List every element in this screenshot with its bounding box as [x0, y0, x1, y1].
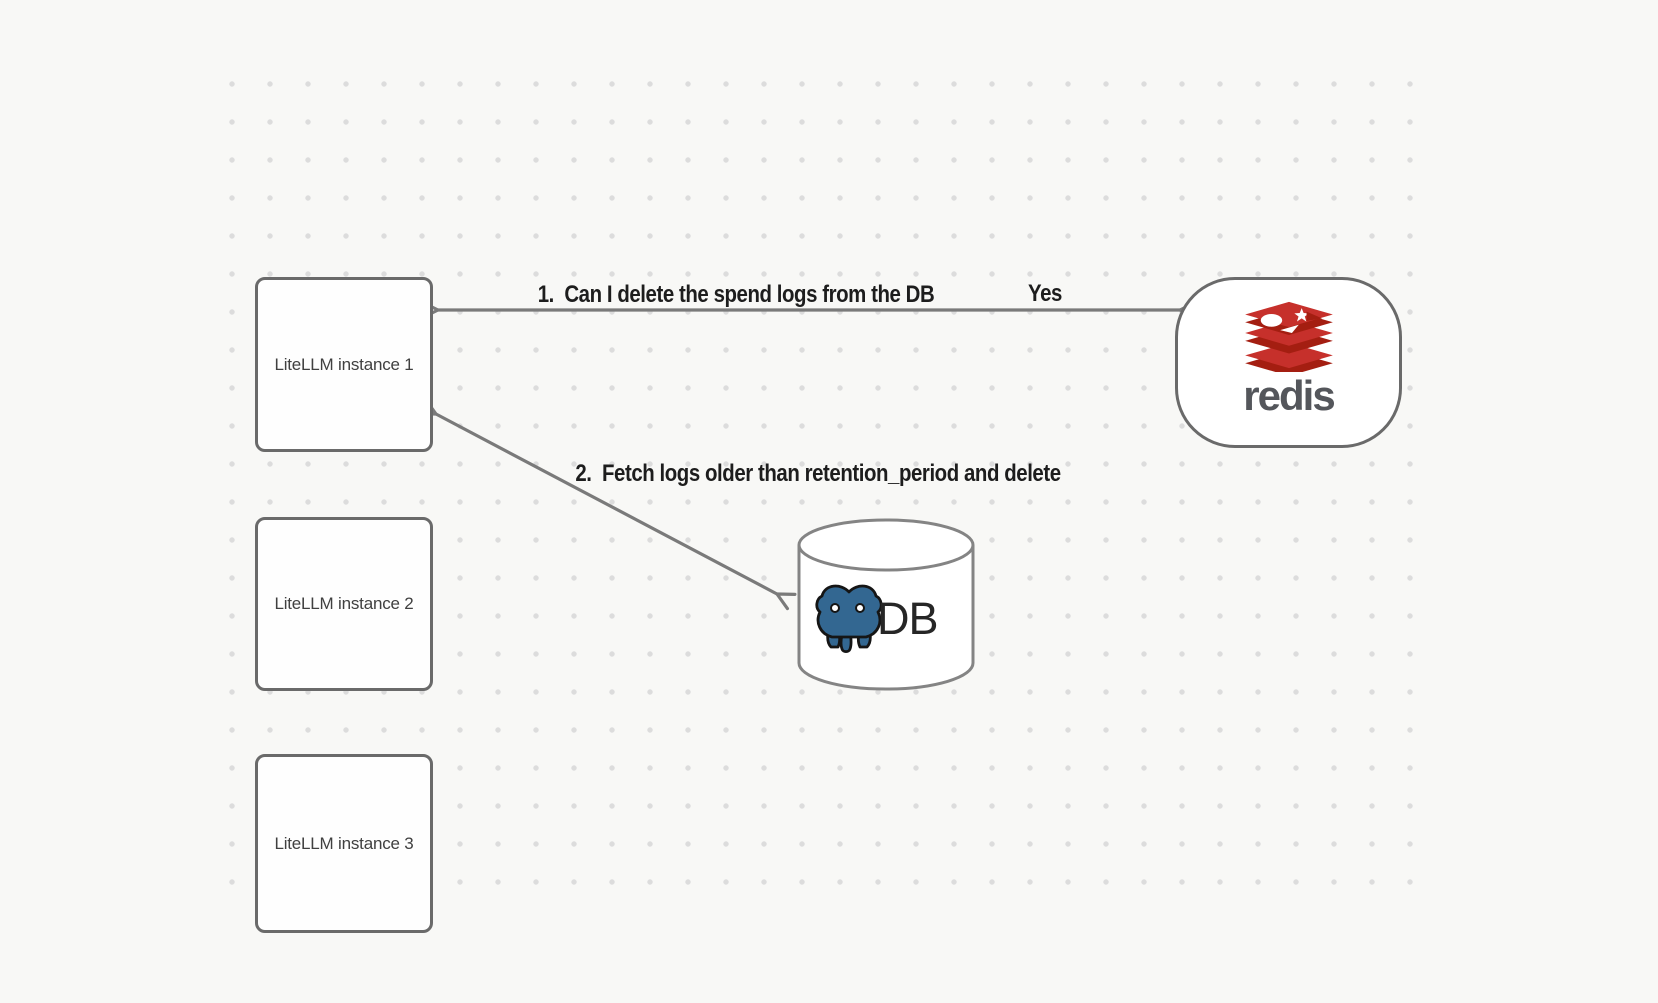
postgresql-elephant-icon: [815, 584, 883, 654]
redis-logo-icon: [1244, 301, 1333, 372]
node-litellm-instance-2[interactable]: LiteLLM instance 2: [255, 517, 433, 691]
node-label: LiteLLM instance 1: [274, 354, 414, 374]
node-litellm-instance-1[interactable]: LiteLLM instance 1: [255, 277, 433, 452]
database-cylinder-icon: [797, 518, 975, 691]
edge1-label: 1. Can I delete the spend logs from the …: [537, 281, 935, 308]
edge2-label: 2. Fetch logs older than retention_perio…: [575, 460, 1061, 487]
edge-2-arrow[interactable]: [416, 397, 797, 611]
node-label: LiteLLM instance 2: [274, 594, 414, 613]
redis-wordmark: redis: [1243, 372, 1335, 419]
db-label: DB: [877, 593, 939, 644]
node-label: LiteLLM instance 3: [274, 833, 414, 853]
node-redis[interactable]: redis: [1175, 277, 1402, 448]
node-litellm-instance-3[interactable]: LiteLLM instance 3: [255, 754, 433, 933]
edge1-response-label: Yes: [1028, 280, 1062, 307]
